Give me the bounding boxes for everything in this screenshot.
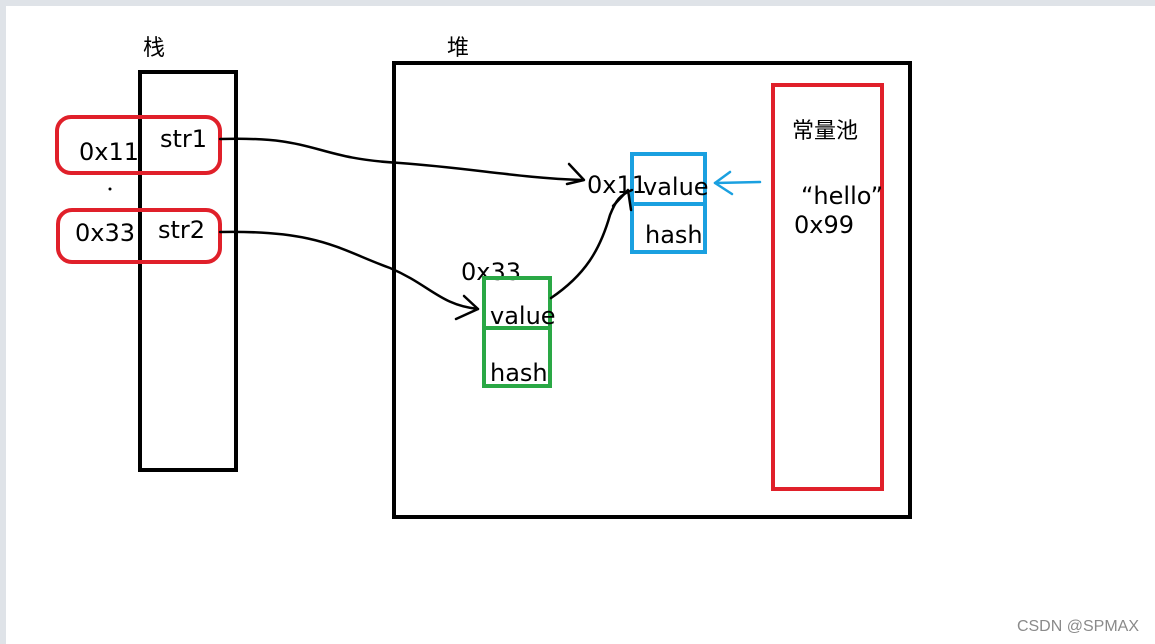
str2-address: 0x33 (75, 219, 135, 247)
constant-pool-box (771, 83, 884, 491)
heap-object-0x11: 0x11 value hash (587, 152, 709, 254)
watermark: CSDN @SPMAX (1016, 618, 1139, 635)
arrow-pool-to-0x11 (713, 180, 762, 185)
stack-var-str2: 0x33 str2 (56, 208, 222, 264)
str1-address: 0x11 (79, 138, 139, 166)
constant-pool: 常量池 “hello” 0x99 (771, 83, 884, 491)
stack-label: 栈 (143, 36, 165, 61)
stack-frame (138, 70, 238, 472)
str2-name: str2 (158, 216, 205, 244)
heap-object-0x33: 0x33 value hash (461, 258, 556, 388)
object-b-hash-field: hash (490, 359, 548, 387)
object-a-address: 0x11 (587, 171, 647, 199)
arrow-str1-to-0x11 (218, 137, 584, 182)
arrowhead-pool (713, 170, 734, 196)
pool-address: 0x99 (794, 211, 854, 239)
object-b-value-field: value (490, 302, 556, 330)
arrowhead-str2 (454, 294, 480, 321)
pool-literal: “hello” (801, 182, 883, 210)
constant-pool-label: 常量池 (792, 119, 858, 144)
object-b-address: 0x33 (461, 258, 521, 286)
stray-dot (108, 187, 112, 191)
object-b-box (482, 276, 552, 388)
object-a-hash-field: hash (645, 221, 703, 249)
arrowhead-str1 (565, 162, 586, 186)
arrowhead-0x33 (611, 188, 633, 212)
arrow-str2-to-0x33 (218, 230, 480, 311)
str2-highlight (56, 208, 222, 264)
str1-highlight (55, 115, 222, 175)
stack-var-str1: 0x11 str1 (55, 115, 222, 175)
arrow-0x33-to-0x11 (549, 188, 634, 300)
object-a-value-field: value (643, 173, 709, 201)
heap-label: 堆 (447, 36, 469, 61)
heap-region (392, 61, 912, 519)
str1-name: str1 (160, 125, 207, 153)
